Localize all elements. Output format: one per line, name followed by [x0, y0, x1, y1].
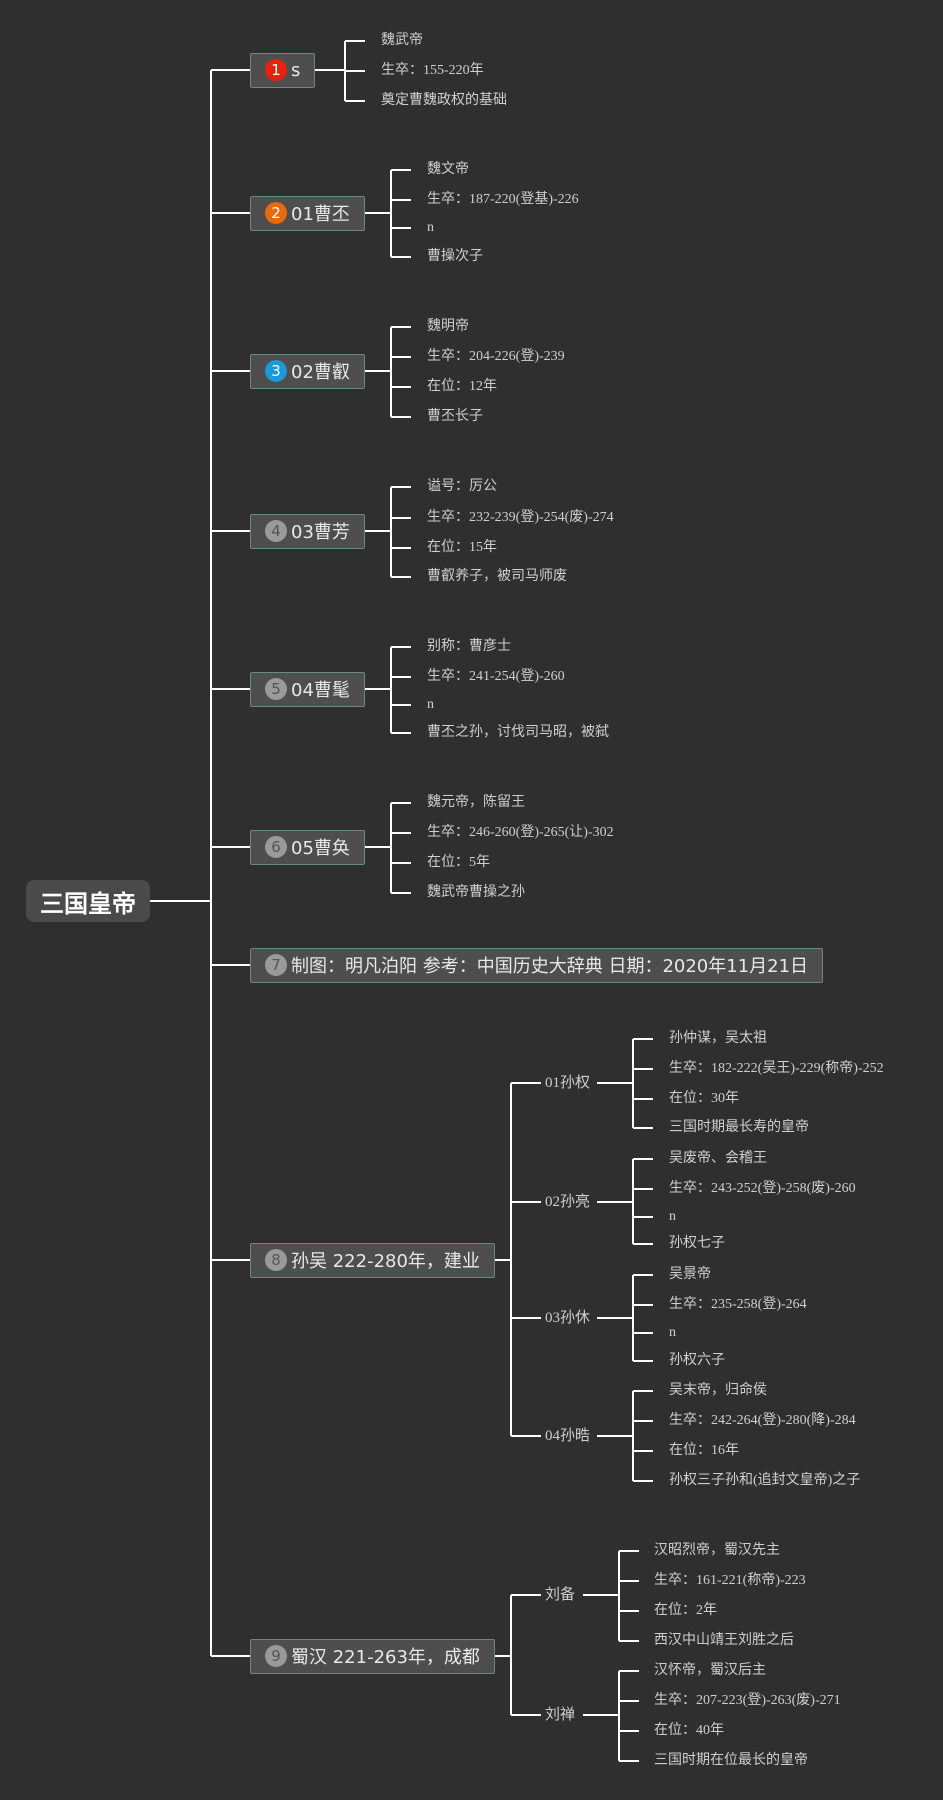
leaf-text: 生卒：246-260(登)-265(让)-302	[427, 825, 614, 840]
leaf-text: 生卒：243-252(登)-258(废)-260	[669, 1181, 856, 1196]
leaf-text: n	[669, 1325, 676, 1340]
leaf-text: 别称：曹彦士	[427, 639, 511, 654]
leaf-text: 谥号：厉公	[427, 479, 497, 494]
leaf-text: 在位：2年	[654, 1603, 717, 1618]
leaf-text: n	[669, 1209, 676, 1224]
leaf-text: 在位：12年	[427, 379, 497, 394]
leaf-text: 生卒：187-220(登基)-226	[427, 192, 579, 207]
number-badge-icon: 7	[265, 954, 287, 976]
leaf-text: 在位：30年	[669, 1091, 739, 1106]
leaf-text: 吴末帝，归命侯	[669, 1383, 767, 1398]
branch-label: 03曹芳	[291, 522, 350, 543]
leaf-text: 曹叡养子，被司马师废	[427, 569, 567, 584]
number-badge-icon: 5	[265, 678, 287, 700]
branch-label: 02曹叡	[291, 362, 350, 383]
leaf-text: 生卒：241-254(登)-260	[427, 669, 565, 684]
leaf-text: 汉怀帝，蜀汉后主	[654, 1663, 766, 1678]
branch-label: 孙吴 222-280年，建业	[291, 1251, 480, 1272]
leaf-text: 三国时期在位最长的皇帝	[654, 1753, 808, 1768]
number-badge-icon: 6	[265, 836, 287, 858]
leaf-text: 曹丕之孙，讨伐司马昭，被弑	[427, 725, 609, 740]
branch-label: 04曹髦	[291, 680, 350, 701]
leaf-text: 汉昭烈帝，蜀汉先主	[654, 1543, 780, 1558]
branch-label: 01曹丕	[291, 204, 350, 225]
leaf-text: 孙仲谋，吴太祖	[669, 1031, 767, 1046]
leaf-text: 在位：40年	[654, 1723, 724, 1738]
branch-label: 制图：明凡泊阳 参考：中国历史大辞典 日期：2020年11月21日	[291, 956, 809, 977]
leaf-text: 生卒：235-258(登)-264	[669, 1297, 807, 1312]
leaf-text: n	[427, 220, 434, 235]
sub-branch-label[interactable]: 04孙晧	[545, 1428, 591, 1444]
sub-branch-label[interactable]: 刘备	[545, 1587, 576, 1603]
number-badge-icon: 1	[265, 59, 287, 81]
leaf-text: 生卒：242-264(登)-280(降)-284	[669, 1413, 856, 1428]
branch-label: 蜀汉 221-263年，成都	[291, 1647, 480, 1668]
sub-branch-label[interactable]: 刘禅	[545, 1707, 576, 1723]
leaf-text: 魏元帝，陈留王	[427, 795, 525, 810]
number-badge-icon: 9	[265, 1645, 287, 1667]
leaf-text: 孙权三子孙和(追封文皇帝)之子	[669, 1473, 861, 1488]
leaf-text: 曹丕长子	[427, 409, 483, 424]
leaf-text: 曹操次子	[427, 249, 483, 264]
leaf-text: 孙权七子	[669, 1236, 725, 1251]
leaf-text: 在位：5年	[427, 855, 490, 870]
leaf-text: 孙权六子	[669, 1353, 725, 1368]
leaf-text: 生卒：232-239(登)-254(废)-274	[427, 510, 614, 525]
leaf-text: 吴景帝	[669, 1267, 711, 1282]
leaf-text: 在位：16年	[669, 1443, 739, 1458]
leaf-text: 生卒：155-220年	[381, 63, 484, 78]
number-badge-icon: 3	[265, 360, 287, 382]
leaf-text: 生卒：161-221(称帝)-223	[654, 1573, 806, 1588]
leaf-text: 魏武帝	[381, 33, 423, 48]
leaf-text: 奠定曹魏政权的基础	[381, 93, 507, 108]
sub-branch-label[interactable]: 02孙亮	[545, 1194, 591, 1210]
root-node[interactable]: 三国皇帝	[26, 880, 150, 922]
leaf-text: n	[427, 697, 434, 712]
leaf-text: 三国时期最长寿的皇帝	[669, 1120, 809, 1135]
sub-branch-label[interactable]: 03孙休	[545, 1310, 591, 1326]
leaf-text: 魏武帝曹操之孙	[427, 885, 525, 900]
leaf-text: 吴废帝、会稽王	[669, 1151, 767, 1166]
branch-label: 05曹奂	[291, 838, 350, 859]
leaf-text: 生卒：182-222(吴王)-229(称帝)-252	[669, 1061, 884, 1076]
leaf-text: 生卒：207-223(登)-263(废)-271	[654, 1693, 841, 1708]
leaf-text: 魏明帝	[427, 319, 469, 334]
leaf-text: 西汉中山靖王刘胜之后	[654, 1633, 794, 1648]
leaf-text: 在位：15年	[427, 540, 497, 555]
leaf-text: 魏文帝	[427, 162, 469, 177]
number-badge-icon: 2	[265, 202, 287, 224]
sub-branch-label[interactable]: 01孙权	[545, 1075, 591, 1091]
number-badge-icon: 8	[265, 1249, 287, 1271]
branch-label: s	[291, 59, 301, 81]
number-badge-icon: 4	[265, 520, 287, 542]
leaf-text: 生卒：204-226(登)-239	[427, 349, 565, 364]
